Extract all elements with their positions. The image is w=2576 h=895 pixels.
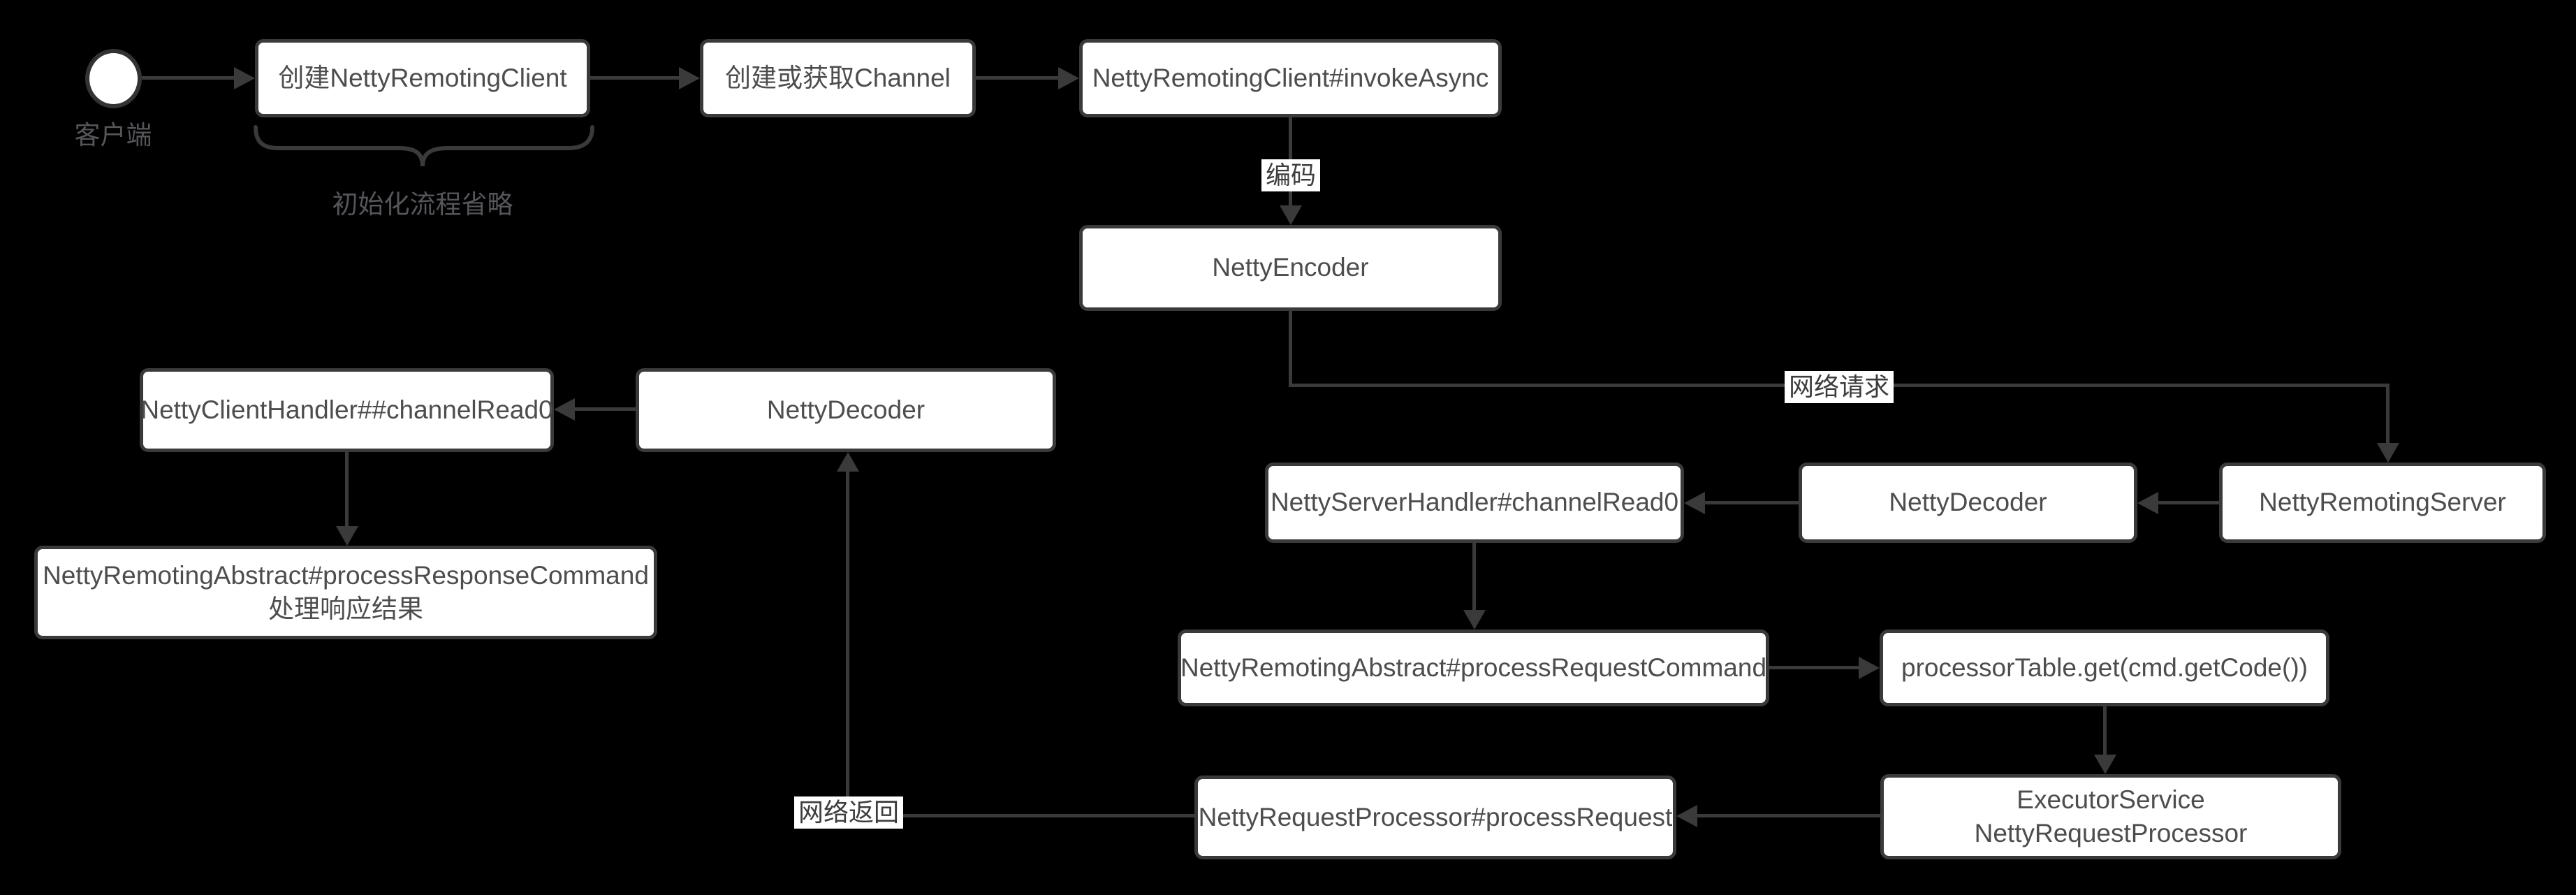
arrowhead-right-icon (1859, 657, 1880, 679)
edge-label-encode: 编码 (1261, 159, 1321, 191)
arrowhead-up-icon (837, 452, 859, 472)
edge-server-handler-down (1472, 543, 1476, 611)
arrowhead-right-icon (679, 67, 700, 89)
node-label-line2: 处理响应结果 (268, 595, 423, 623)
arrowhead-down-icon (336, 526, 358, 546)
node-executor-service: ExecutorService NettyRequestProcessor (1880, 774, 2341, 859)
edge-channel-to-invoke-async (976, 76, 1058, 80)
arrowhead-right-icon (234, 67, 255, 89)
node-label: NettyClientHandler##channelRead0 (140, 395, 553, 424)
node-client-decoder: NettyDecoder (636, 368, 1056, 452)
init-note: 初始化流程省略 (332, 190, 513, 219)
init-brace (254, 125, 594, 167)
arrowhead-left-icon (2137, 492, 2158, 514)
edge-label-network-request: 网络请求 (1784, 371, 1894, 403)
edge-table-down (2103, 706, 2107, 756)
start-circle (85, 49, 142, 108)
start-label: 客户端 (74, 121, 152, 150)
arrowhead-down-icon (1280, 205, 1302, 225)
node-label: NettyRemotingClient#invokeAsync (1092, 63, 1489, 92)
arrowhead-left-icon (554, 398, 575, 421)
node-label: NettyRemotingServer (2259, 488, 2506, 517)
edge-return-up-segment (846, 472, 849, 817)
edge-to-remoting-server-segment (2386, 384, 2390, 444)
node-create-or-get-channel: 创建或获取Channel (700, 39, 976, 117)
node-label: NettyEncoder (1212, 253, 1369, 282)
arrowhead-down-icon (2377, 443, 2399, 463)
edge-executor-to-processor (1697, 814, 1880, 817)
node-request-processor: NettyRequestProcessor#processRequest (1194, 776, 1676, 859)
edge-client-handler-down (345, 452, 349, 527)
node-label: 创建或获取Channel (725, 63, 951, 92)
arrowhead-right-icon (1058, 67, 1079, 89)
arrowhead-left-icon (1684, 492, 1705, 514)
node-label: processorTable.get(cmd.getCode()) (1901, 653, 2308, 682)
edge-label-network-return: 网络返回 (793, 796, 904, 829)
arrowhead-down-icon (2094, 755, 2116, 774)
arrowhead-left-icon (1676, 805, 1697, 827)
node-label: NettyDecoder (1889, 488, 2047, 517)
edge-network-return-segment (847, 814, 1194, 817)
node-label: NettyRequestProcessor#processRequest (1198, 802, 1673, 831)
edge-request-command-to-table (1769, 666, 1859, 669)
node-label: 创建NettyRemotingClient (278, 63, 567, 92)
edge-encoder-down-segment (1289, 311, 1292, 387)
edge-decoder-to-server-handler (1705, 501, 1799, 504)
edge-server-to-decoder (2158, 501, 2219, 504)
node-server-decoder: NettyDecoder (1799, 463, 2137, 543)
node-netty-encoder: NettyEncoder (1079, 225, 1502, 311)
node-create-netty-remoting-client: 创建NettyRemotingClient (255, 39, 590, 117)
node-invoke-async: NettyRemotingClient#invokeAsync (1079, 39, 1502, 117)
node-label: ExecutorService NettyRequestProcessor (1974, 785, 2248, 847)
node-netty-remoting-server: NettyRemotingServer (2219, 463, 2546, 543)
node-label: NettyServerHandler#channelRead0 (1270, 488, 1679, 517)
node-client-handler: NettyClientHandler##channelRead0 (140, 368, 554, 452)
node-process-response-command: NettyRemotingAbstract#processResponseCom… (34, 546, 657, 639)
node-label: NettyRemotingAbstract#processRequestComm… (1180, 653, 1767, 682)
edge-create-client-to-channel (590, 76, 679, 80)
node-process-request-command: NettyRemotingAbstract#processRequestComm… (1178, 630, 1769, 706)
node-label: NettyDecoder (766, 395, 925, 424)
edge-start-to-create-client (142, 76, 234, 80)
arrowhead-down-icon (1463, 610, 1486, 630)
node-processor-table: processorTable.get(cmd.getCode()) (1880, 630, 2329, 706)
node-server-handler: NettyServerHandler#channelRead0 (1265, 463, 1684, 543)
node-label-line1: NettyRemotingAbstract#processResponseCom… (43, 560, 649, 590)
edge-decoder-to-client-handler (573, 407, 636, 411)
